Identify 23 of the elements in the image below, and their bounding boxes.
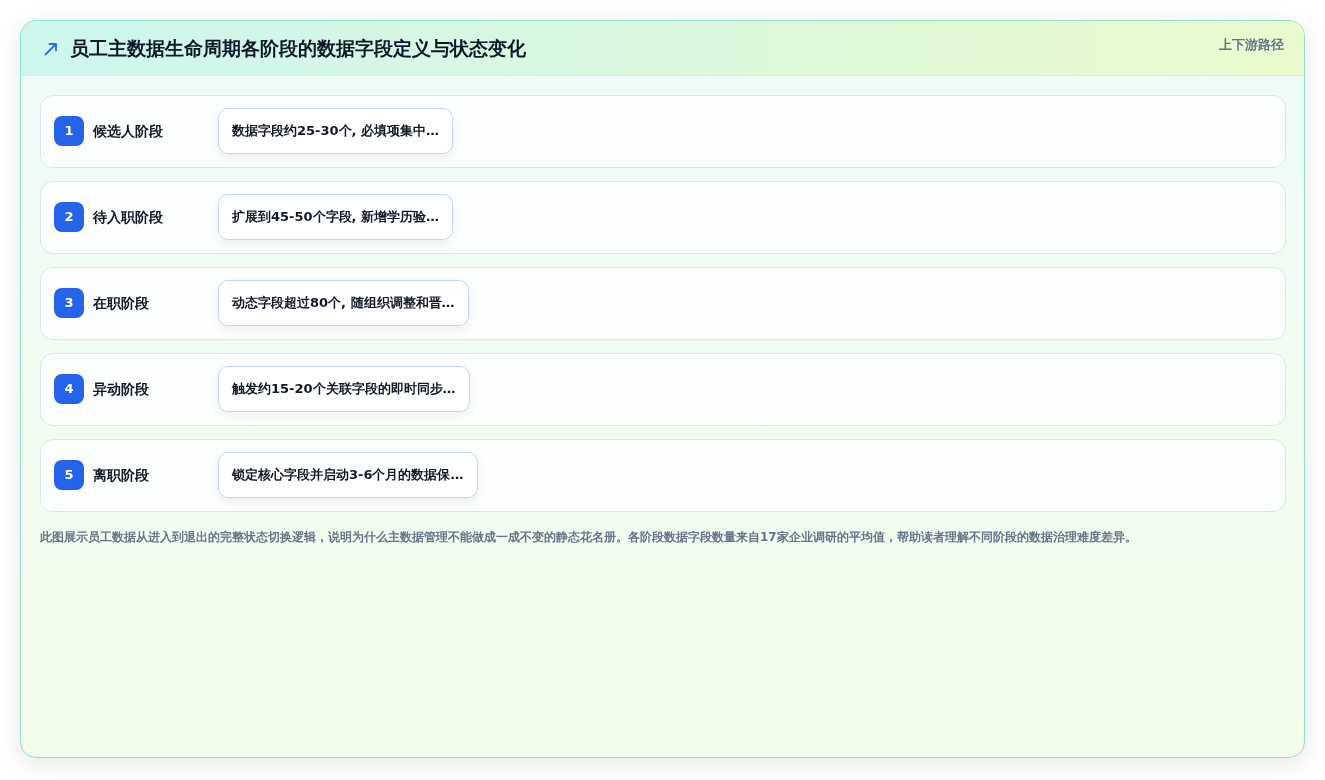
number-badge: 2 [54,202,84,232]
description-box: 数据字段约25-30个, 必填项集中… [218,108,454,154]
number-badge: 4 [54,374,84,404]
stage-name: 离职阶段 [93,466,149,485]
stage-name: 在职阶段 [93,294,149,313]
caption-text: 此图展示员工数据从进入到退出的完整状态切换逻辑，说明为什么主数据管理不能做成一成不变的静态花名册。各阶段数据字段数量来自17家企业调研的平均值，帮助读者理解不同阶段的数据治理难度差异。 [40,529,1137,546]
number-badge: 5 [54,460,84,490]
stage-row [40,95,1286,168]
description-box: 锁定核心字段并启动3-6个月的数据保… [218,452,478,498]
stage-row [40,439,1286,512]
stage-row [40,181,1286,254]
stage-name: 候选人阶段 [93,122,163,141]
stage-name: 待入职阶段 [93,208,163,227]
stage-row [40,267,1286,340]
title-text: 员工主数据生命周期各阶段的数据字段定义与状态变化 [70,36,526,61]
description-box: 动态字段超过80个, 随组织调整和晋… [218,280,469,326]
stage-row [40,353,1286,426]
description-box: 触发约15-20个关联字段的即时同步… [218,366,470,412]
number-badge: 1 [54,116,84,146]
header-note: 上下游路径 [1219,36,1284,54]
description-box: 扩展到45-50个字段, 新增学历验… [218,194,454,240]
number-badge: 3 [54,288,84,318]
stage-name: 异动阶段 [93,380,149,399]
